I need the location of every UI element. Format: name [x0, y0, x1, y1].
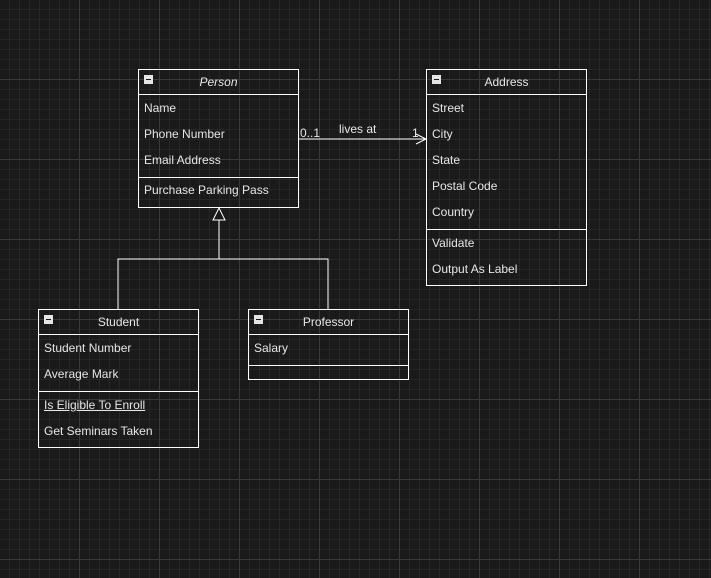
class-student-title: Student: [97, 315, 140, 329]
generalization-line-student[interactable]: [117, 220, 220, 310]
class-professor-title: Professor: [302, 315, 355, 329]
association-source-multiplicity[interactable]: 0..1: [300, 126, 321, 140]
class-person[interactable]: Person Name Phone Number Email Address P…: [138, 69, 299, 208]
generalization-line-professor[interactable]: [219, 258, 329, 310]
class-person-title: Person: [199, 75, 238, 89]
method-output-as-label[interactable]: Output As Label: [432, 262, 518, 276]
class-person-header[interactable]: Person: [139, 70, 298, 95]
attribute-state[interactable]: State: [432, 153, 461, 167]
class-student-header[interactable]: Student: [39, 310, 198, 335]
class-student-divider: [39, 391, 198, 392]
collapse-icon[interactable]: [144, 75, 153, 84]
attribute-average-mark[interactable]: Average Mark: [44, 367, 119, 381]
class-address[interactable]: Address Street City State Postal Code Co…: [426, 69, 587, 286]
attribute-country[interactable]: Country: [432, 205, 475, 219]
collapse-icon[interactable]: [254, 315, 263, 324]
method-validate[interactable]: Validate: [432, 236, 475, 250]
class-professor-header[interactable]: Professor: [249, 310, 408, 335]
class-professor-methods-empty: [249, 366, 408, 378]
attribute-street[interactable]: Street: [432, 101, 465, 115]
attribute-name[interactable]: Name: [144, 101, 177, 115]
generalization-arrowhead: [212, 206, 226, 221]
class-address-divider: [427, 229, 586, 230]
attribute-city[interactable]: City: [432, 127, 453, 141]
method-is-eligible-to-enroll[interactable]: Is Eligible To Enroll: [39, 392, 198, 418]
collapse-icon[interactable]: [432, 75, 441, 84]
class-professor-divider: [249, 365, 408, 366]
method-get-seminars-taken[interactable]: Get Seminars Taken: [44, 424, 153, 438]
method-purchase-parking-pass[interactable]: Purchase Parking Pass: [144, 183, 269, 197]
attribute-postal-code[interactable]: Postal Code: [432, 179, 498, 193]
attribute-phone-number[interactable]: Phone Number: [144, 127, 225, 141]
class-address-header[interactable]: Address: [427, 70, 586, 95]
association-label[interactable]: lives at: [339, 122, 377, 136]
class-professor[interactable]: Professor Salary: [248, 309, 409, 380]
class-address-title: Address: [484, 75, 529, 89]
attribute-salary[interactable]: Salary: [254, 341, 289, 355]
class-student[interactable]: Student Student Number Average Mark Is E…: [38, 309, 199, 448]
collapse-icon[interactable]: [44, 315, 53, 324]
method-is-eligible-to-enroll-label: Is Eligible To Enroll: [44, 398, 146, 412]
attribute-student-number[interactable]: Student Number: [44, 341, 132, 355]
attribute-email-address[interactable]: Email Address: [144, 153, 221, 167]
class-person-divider: [139, 177, 298, 178]
association-target-multiplicity[interactable]: 1: [412, 126, 419, 140]
